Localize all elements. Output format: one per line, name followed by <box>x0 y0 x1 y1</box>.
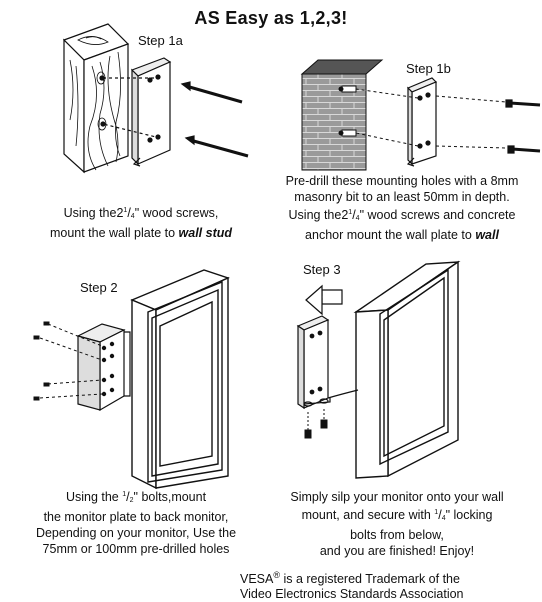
wall-stud-emphasis: wall stud <box>178 226 233 240</box>
step-2-label: Step 2 <box>80 280 118 295</box>
page-title: AS Easy as 1,2,3! <box>194 8 348 28</box>
monitor-plate-step2 <box>76 323 131 412</box>
caption-step-2: Using the 1/2" bolts,mount the monitor p… <box>35 490 237 556</box>
wall-emphasis: wall <box>475 228 499 242</box>
caption-step-1a: Using the21/4" wood screws, mount the wa… <box>49 206 233 240</box>
locking-bolt-icons-step3 <box>304 409 328 439</box>
arrow-down-left-icon <box>305 284 343 316</box>
registered-mark: ® <box>273 570 280 580</box>
wall-plate-1a <box>130 57 172 167</box>
bolt-icons-step2 <box>33 321 103 401</box>
vesa-trademark-note: VESA® is a registered Trademark of the V… <box>240 570 464 602</box>
wall-plate-1b <box>355 77 541 167</box>
wood-screw-icons <box>102 77 249 158</box>
wall-mount-step3 <box>296 315 359 410</box>
wood-stud-illustration <box>62 23 130 174</box>
brick-wall-illustration <box>300 59 384 171</box>
caption-step-1b: Pre-drill these mounting holes with a 8m… <box>285 174 519 242</box>
monitor-frame-step2 <box>130 269 230 490</box>
caption-step-3: Simply silp your monitor onto your wall … <box>290 490 504 558</box>
step-1b-label: Step 1b <box>406 61 451 76</box>
monitor-frame-step3 <box>353 260 461 479</box>
step-1a-label: Step 1a <box>138 33 183 48</box>
step-3-label: Step 3 <box>303 262 341 277</box>
